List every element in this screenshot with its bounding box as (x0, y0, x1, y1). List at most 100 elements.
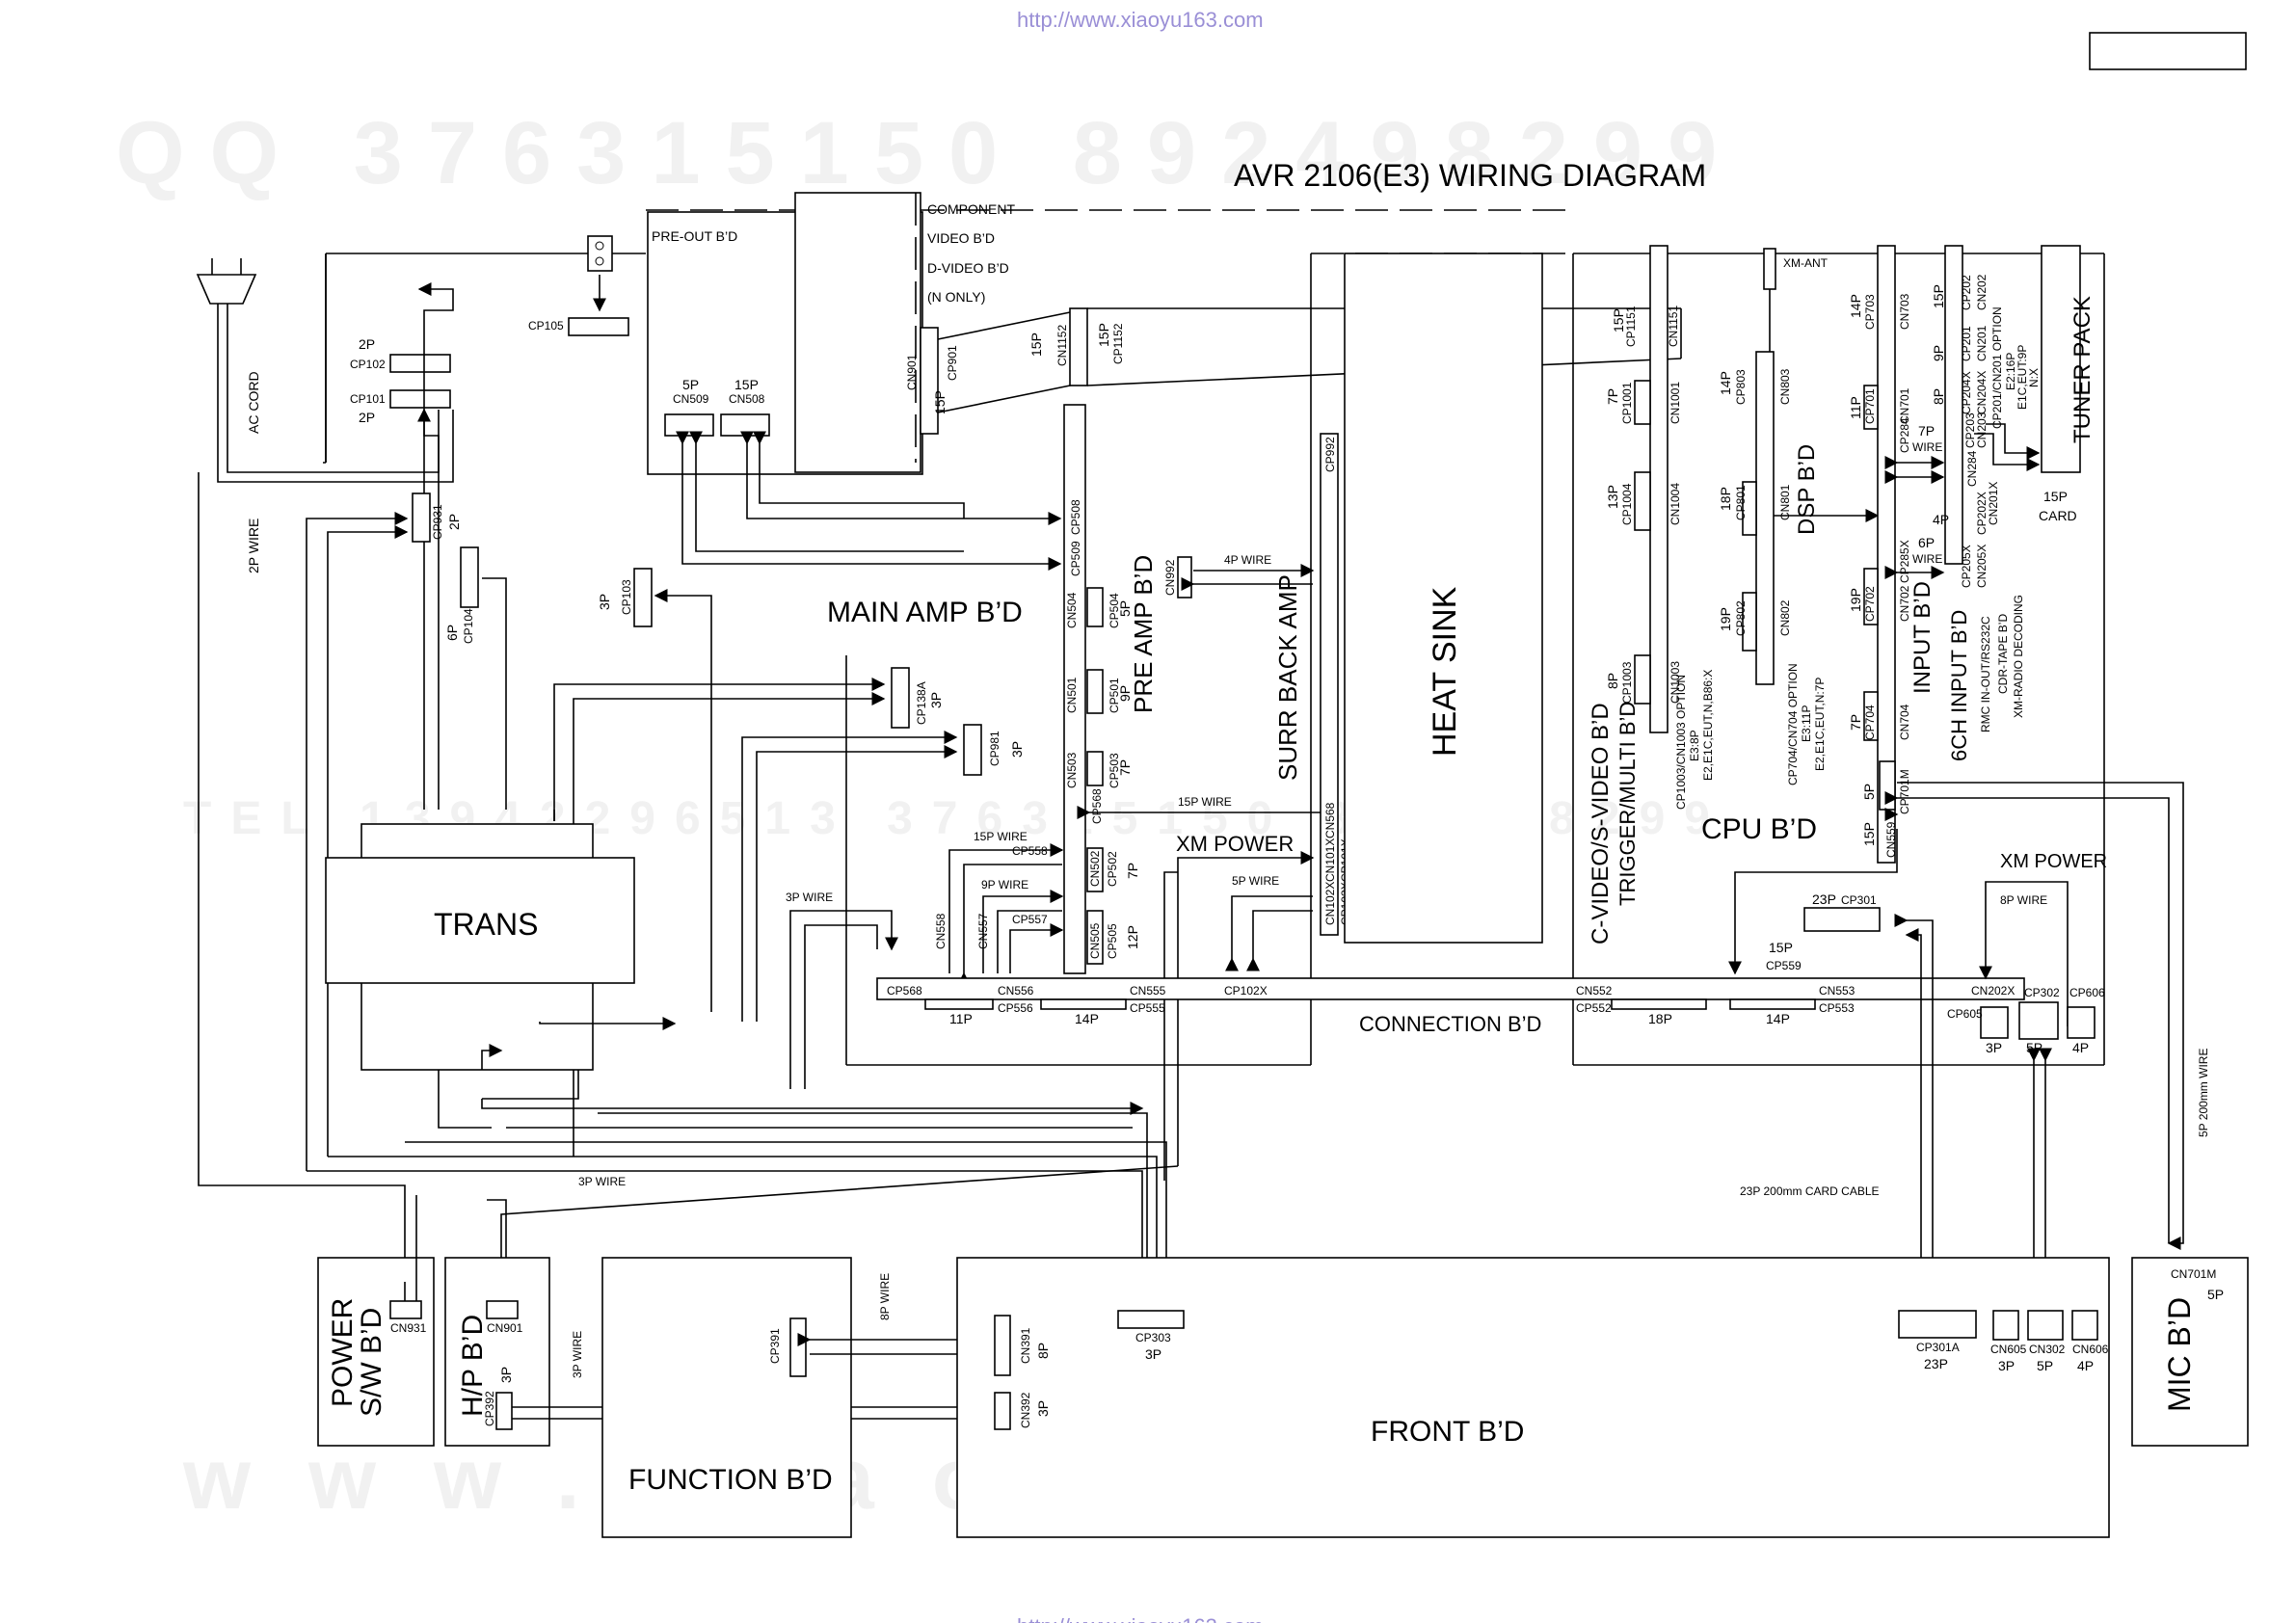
pre-amp-strip (1063, 404, 1086, 974)
cn502-label: CN502 (1088, 850, 1102, 887)
cp1004-pins: 13P (1605, 485, 1620, 509)
cn992-connector (1177, 556, 1192, 599)
conn-cn552-label: CN552 (1576, 984, 1613, 998)
cp605-label: CP605 (1947, 1007, 1983, 1021)
wire-6p-word: WIRE (1912, 552, 1942, 566)
cp931-pins: 2P (446, 514, 462, 530)
cp104-label: CP104 (462, 608, 475, 644)
cp557-label: CP557 (1012, 913, 1048, 926)
cn302-label: CN302 (2029, 1343, 2066, 1356)
cp201-label: CP201 (1960, 326, 1973, 361)
cp704-option-label: CP704/CN704 OPTION (1786, 663, 1800, 785)
dsp-strip (1755, 351, 1775, 685)
cp1151-pins: 15P (1611, 308, 1626, 333)
component-label-1: COMPONENT (927, 201, 1015, 217)
cp801-label: CP801 (1734, 485, 1748, 520)
cp203-label: CP203 (1963, 412, 1977, 448)
cp605-connector (1980, 1006, 2009, 1039)
cp552-connector (1611, 998, 1707, 1010)
cp901-label: CP901 (946, 345, 959, 381)
cp704-e2-label: E2,E1C,EUT,N:7P (1813, 678, 1827, 771)
cp803-label: CP803 (1734, 369, 1748, 405)
card-label: CARD (2039, 508, 2077, 523)
cp505-pins: 12P (1125, 925, 1140, 949)
cp302-label: CP302 (2024, 986, 2060, 999)
mic-board (2131, 1257, 2249, 1447)
cp303-label: CP303 (1135, 1331, 1171, 1344)
cp103-connector (633, 568, 653, 627)
dsp-board-label: DSP B’D (1794, 444, 1820, 535)
cp104-pins: 6P (444, 625, 460, 641)
cn606-label: CN606 (2072, 1343, 2109, 1356)
cp1003-connector (1634, 654, 1651, 705)
heat-sink-label: HEAT SINK (1427, 586, 1463, 757)
cn1001-label: CN1001 (1669, 382, 1682, 424)
cn701-label: CN701 (1898, 387, 1911, 424)
cp301a-label: CP301A (1916, 1341, 1960, 1354)
cn559-label: CN559 (1884, 821, 1898, 858)
front-board-label: FRONT B’D (1371, 1416, 1524, 1448)
cp803-pins: 14P (1718, 371, 1733, 395)
cp392-pins: 3P (498, 1367, 514, 1383)
cn1152-connector (1069, 307, 1088, 386)
cp505-label: CP505 (1106, 923, 1119, 959)
cp509-label: CP509 (1069, 541, 1082, 576)
cn508-connector (720, 413, 770, 437)
cp102-label: CP102 (350, 358, 386, 371)
xm-power-left-label: XM POWER (1176, 832, 1294, 856)
card-pins: 15P (2043, 489, 2068, 504)
cp1004-label: CP1004 (1620, 483, 1634, 525)
hp-board-label: H/P B’D (457, 1315, 489, 1417)
ribbon-pins: 15P (1028, 333, 1044, 357)
cn702-label: CN702 (1898, 585, 1911, 622)
cn1003-label: CN1003 (1669, 661, 1682, 704)
cp568-label: CP568 (1090, 788, 1104, 824)
cn802-label: CN802 (1778, 599, 1792, 636)
cp285x-label: CP285X (1898, 540, 1911, 583)
cp284-label: CP284 (1898, 417, 1911, 453)
cp138a-connector (891, 667, 910, 729)
connection-board-label: CONNECTION B’D (1359, 1012, 1541, 1036)
cn803-label: CN803 (1778, 368, 1792, 405)
cvideo-strip (1649, 245, 1669, 733)
cp702-connector (1863, 568, 1879, 625)
cp1003-pins: 8P (1605, 673, 1620, 689)
cn901-hp-label: CN901 (487, 1321, 523, 1335)
cp555-connector (1040, 998, 1127, 1010)
cp606-connector (2067, 1006, 2096, 1039)
url-top: http://www.xiaoyu163.com (1017, 8, 1264, 32)
cp802-connector (1742, 592, 1757, 652)
cn606-connector (2071, 1310, 2098, 1341)
cn992-label: CN992 (1163, 559, 1177, 596)
six-ch-strip (1944, 245, 1963, 565)
cn203-label: CN203 (1975, 412, 1989, 448)
fuse-icon (587, 235, 613, 272)
cn1151-label: CN1151 (1667, 306, 1680, 347)
cp703-label: CP703 (1863, 294, 1877, 330)
cn931-connector (389, 1300, 422, 1319)
conn-cp568-label: CP568 (887, 984, 922, 998)
tuner-pack (2041, 245, 2081, 473)
cn605-connector (1992, 1310, 2019, 1341)
wire-8p-label: 8P WIRE (878, 1273, 892, 1320)
input-board-label: INPUT B’D (1909, 581, 1936, 694)
corner-box (2089, 32, 2247, 70)
cp1001-label: CP1001 (1620, 382, 1634, 424)
cn605-pins: 3P (1998, 1358, 2015, 1373)
cp981-label: CP981 (988, 731, 1001, 766)
cp1003-e3-label: E3:8P (1688, 730, 1701, 761)
cp1151-label: CP1151 (1624, 306, 1638, 347)
cn505-label: CN505 (1088, 922, 1102, 959)
xm-power-right-label: XM POWER (2000, 851, 2107, 872)
cp981-pins: 3P (1009, 741, 1025, 758)
input-strip (1877, 245, 1896, 864)
cp138a-label: CP138A (915, 681, 928, 725)
cp205x-label: CP205X (1960, 545, 1973, 588)
cp992-label: CP992 (1323, 437, 1337, 472)
cp559-pins: 15P (1769, 940, 1793, 955)
cdr-label: CDR-TAPE B’D (1996, 614, 2010, 694)
conn-cp555-label: CP555 (1130, 1001, 1165, 1015)
wire-8p-right-label: 8P WIRE (2000, 893, 2047, 907)
cp701m-connector (1879, 760, 1896, 811)
